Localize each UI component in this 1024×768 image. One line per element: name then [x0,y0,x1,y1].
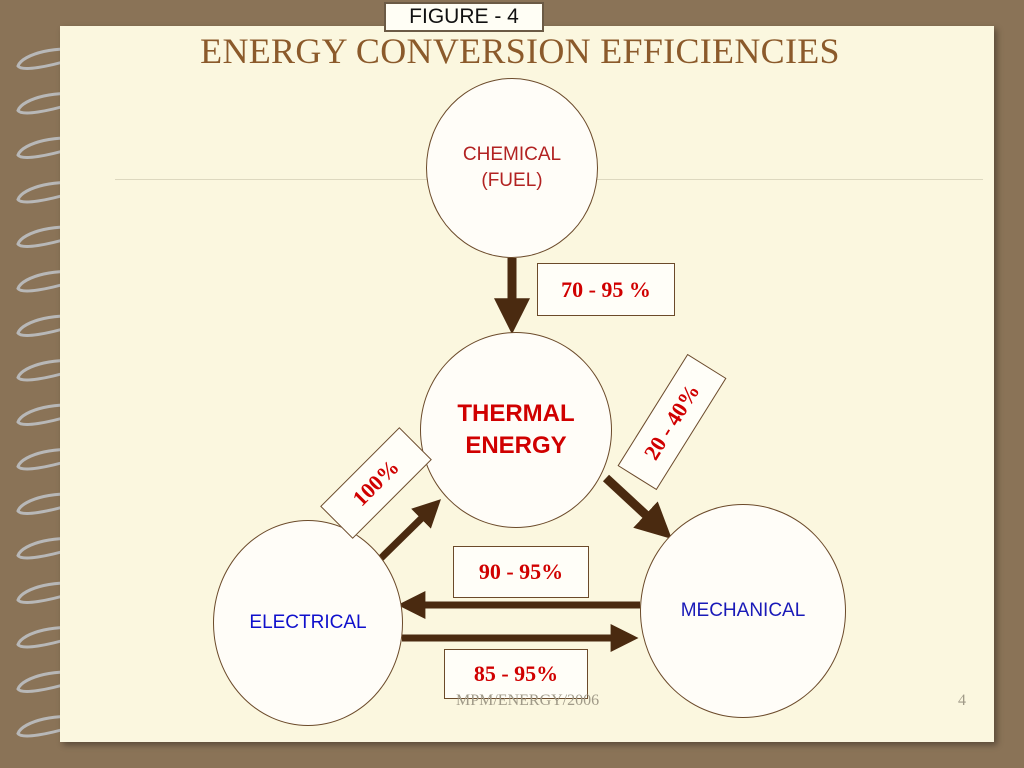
node-thermal-label: THERMAL [457,400,575,427]
node-mechanical: MECHANICAL [640,504,846,718]
node-electrical: ELECTRICAL [213,520,403,726]
node-chemical-sublabel: (FUEL) [481,170,543,191]
page-title: ENERGY CONVERSION EFFICIENCIES [200,31,840,71]
page-number: 4 [958,692,966,709]
node-electrical-label: ELECTRICAL [249,612,367,633]
footer-text: MPM/ENERGY/2006 [456,692,600,709]
efficiency-chemical-to-thermal: 70 - 95 % [537,263,675,316]
node-thermal-sublabel: ENERGY [465,432,567,459]
efficiency-electrical-to-mechanical: 85 - 95% [444,649,588,699]
efficiency-mechanical-to-electrical: 90 - 95% [453,546,589,598]
figure-label: FIGURE - 4 [384,2,544,32]
node-mechanical-label: MECHANICAL [680,600,806,621]
node-chemical-fuel: CHEMICAL (FUEL) [426,78,598,258]
node-thermal-energy: THERMAL ENERGY [420,332,612,528]
node-chemical-label: CHEMICAL [462,144,562,165]
